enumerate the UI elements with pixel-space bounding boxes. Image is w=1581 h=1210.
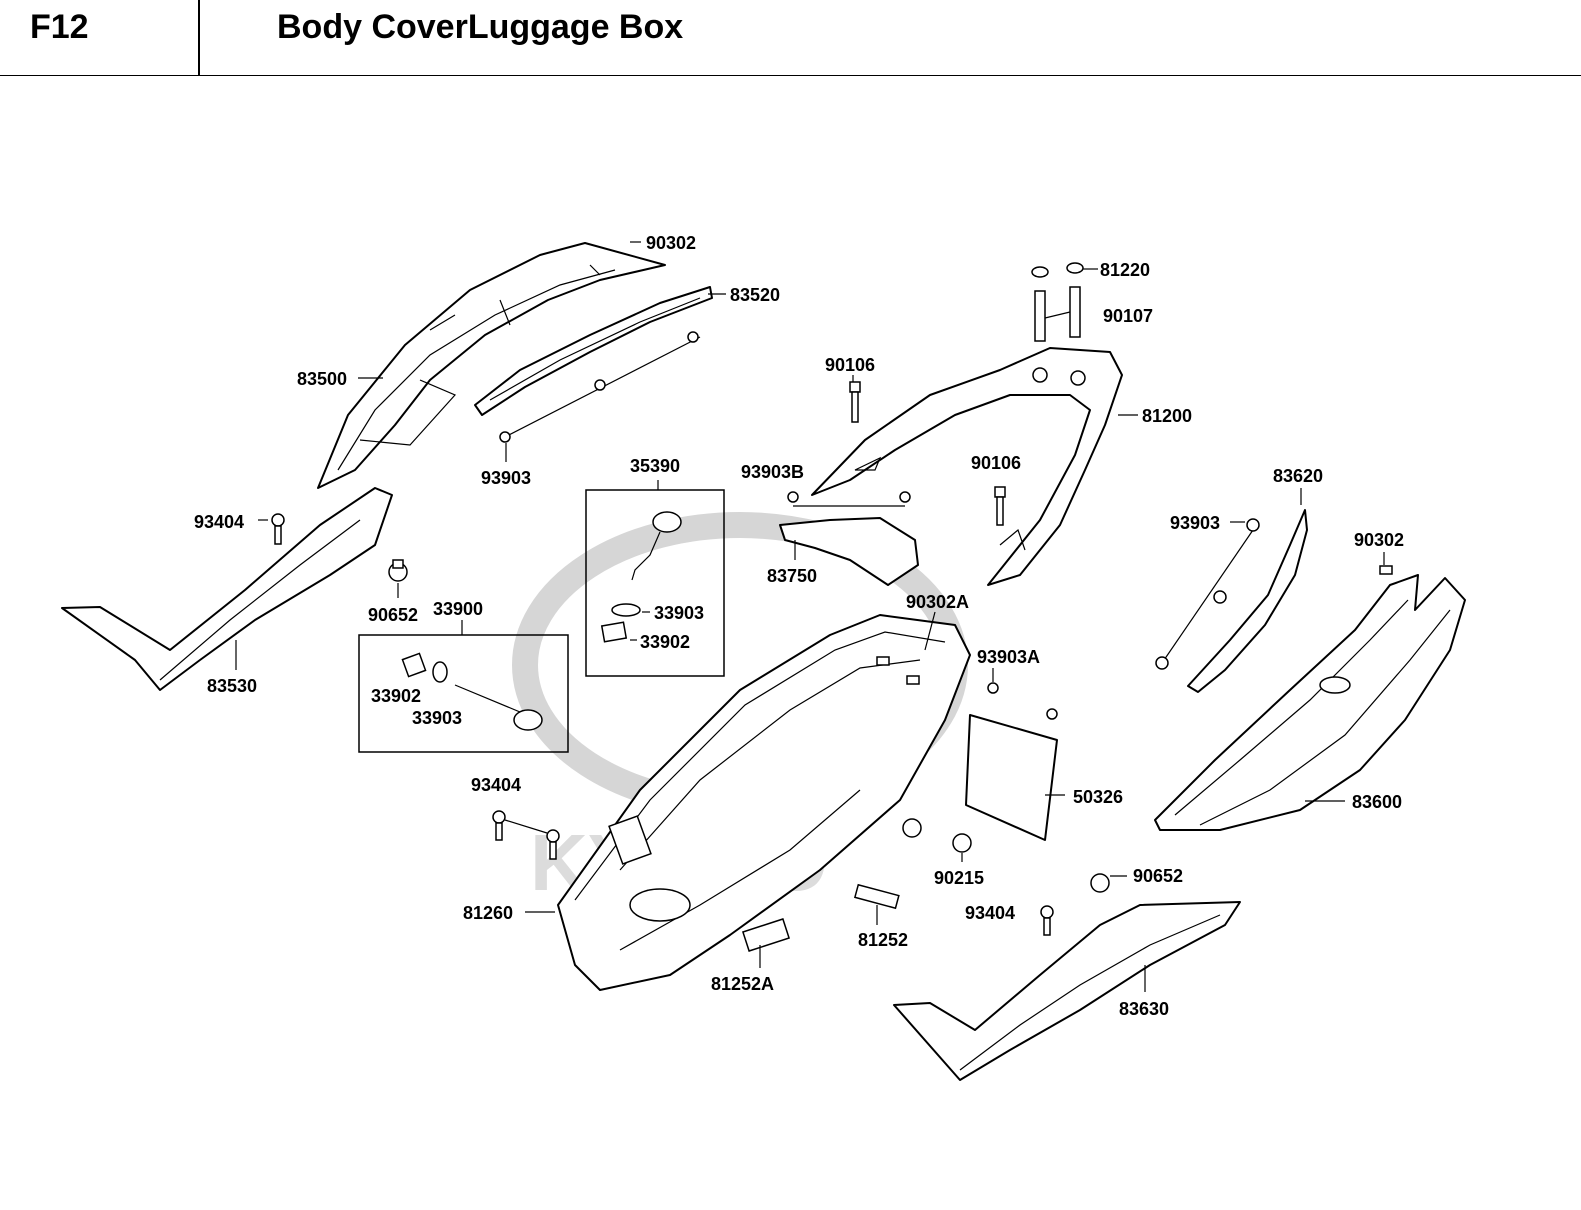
header-divider: [198, 0, 200, 75]
callout-90215: 90215: [934, 868, 984, 888]
callout-35390: 35390: [630, 456, 680, 476]
page-header: F12 Body CoverLuggage Box: [0, 0, 1581, 76]
kit-33900-box: [358, 634, 569, 753]
callout-83520: 83520: [730, 285, 780, 305]
clip-icon: [388, 559, 408, 582]
section-code: F12: [30, 8, 89, 46]
callout-83530: 83530: [207, 676, 257, 696]
callout-90107: 90107: [1103, 306, 1153, 326]
callout-83630: 83630: [1119, 999, 1169, 1019]
clip-nut-icon: [876, 656, 920, 685]
callout-33903-box1: 33903: [412, 708, 462, 728]
callout-93404-left: 93404: [194, 512, 244, 532]
callout-93903-right: 93903: [1170, 513, 1220, 533]
callout-93404-right: 93404: [965, 903, 1015, 923]
part-83750-cover: [779, 491, 919, 586]
callout-90106-mid: 90106: [971, 453, 1021, 473]
part-81252A-strip: [741, 918, 791, 952]
leader-lines: [235, 241, 1385, 992]
callout-90302A: 90302A: [906, 592, 969, 612]
bolt-icon: [492, 810, 560, 860]
callout-93903A: 93903A: [977, 647, 1040, 667]
screw-icon: [499, 331, 701, 443]
callout-93903-left: 93903: [481, 468, 531, 488]
callout-90652-right: 90652: [1133, 866, 1183, 886]
callout-33902-box2: 33902: [640, 632, 690, 652]
callout-50326: 50326: [1073, 787, 1123, 807]
bolt-icon: [258, 513, 285, 545]
nut-icon: [902, 818, 972, 853]
part-81200-rear-carrier: [811, 347, 1123, 586]
callout-93404-mid: 93404: [471, 775, 521, 795]
part-83600-side-cover: [1154, 565, 1466, 831]
callout-81220: 81220: [1100, 260, 1150, 280]
callout-90652-left: 90652: [368, 605, 418, 625]
part-83520-rail: [474, 286, 713, 416]
callout-81260: 81260: [463, 903, 513, 923]
callout-90106-top: 90106: [825, 355, 875, 375]
part-83500-side-cover: [317, 242, 666, 489]
callout-33902-box1: 33902: [371, 686, 421, 706]
callout-81200: 81200: [1142, 406, 1192, 426]
callout-83750: 83750: [767, 566, 817, 586]
part-83630-floor-cover: [893, 873, 1241, 1081]
bolt-icon: [1031, 262, 1084, 342]
callout-83500: 83500: [297, 369, 347, 389]
callout-90302-top: 90302: [646, 233, 696, 253]
kit-35390-box: [585, 489, 725, 677]
part-83530-floor-cover: [61, 487, 393, 691]
callout-33903-box2: 33903: [654, 603, 704, 623]
part-81252-strip: [853, 883, 900, 910]
callout-81252: 81252: [858, 930, 908, 950]
callout-83620: 83620: [1273, 466, 1323, 486]
part-81260-luggage-box: [557, 614, 971, 991]
callout-93903B: 93903B: [741, 462, 804, 482]
page-title: Body CoverLuggage Box: [277, 8, 684, 46]
bolt-icon: [849, 381, 1006, 526]
callout-83600: 83600: [1352, 792, 1402, 812]
callout-33900: 33900: [433, 599, 483, 619]
part-83620-rail: [1155, 509, 1308, 693]
callout-labels: 90302 83520 83500 93903 93404 90652 8353…: [194, 233, 1404, 1019]
callout-81252A: 81252A: [711, 974, 774, 994]
callout-90302-right: 90302: [1354, 530, 1404, 550]
part-50326-plate: [965, 682, 1065, 841]
